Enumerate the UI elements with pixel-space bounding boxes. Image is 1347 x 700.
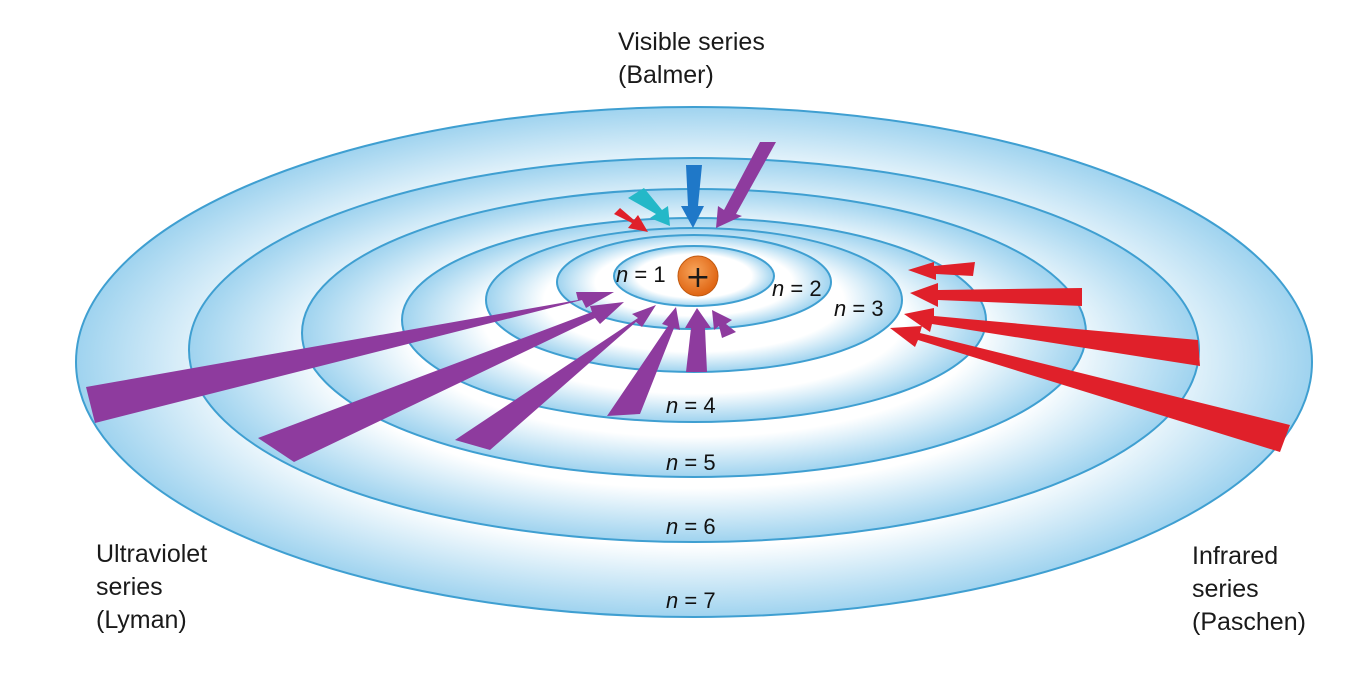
lyman-arrow-from-n7 xyxy=(86,292,614,423)
lyman-arrow-from-n2 xyxy=(712,310,736,338)
balmer-series-line2: (Balmer) xyxy=(618,61,714,89)
paschen-series-label: Infrared series (Paschen) xyxy=(1192,540,1306,639)
balmer-arrow-red xyxy=(614,208,648,232)
lyman-arrow-from-n6 xyxy=(258,302,624,462)
balmer-series-label: Visible series (Balmer) xyxy=(618,26,765,92)
paschen-arrow-from-n4 xyxy=(908,262,975,280)
level-label-n4: n = 4 xyxy=(666,393,716,418)
level-label-n7: n = 7 xyxy=(666,588,716,613)
paschen-arrow-from-n6 xyxy=(904,308,1200,366)
paschen-arrow-from-n7 xyxy=(890,326,1290,452)
lyman-series-line1: Ultraviolet xyxy=(96,540,208,568)
lyman-series-line2: series xyxy=(96,573,163,601)
lyman-arrow-from-n4 xyxy=(607,307,680,416)
level-label-n3: n = 3 xyxy=(834,296,884,321)
paschen-arrow-from-n5 xyxy=(910,283,1082,307)
lyman-series-line3: (Lyman) xyxy=(96,606,187,634)
level-label-n1: n = 1 xyxy=(616,262,666,287)
lyman-arrow-from-n5 xyxy=(455,305,656,450)
paschen-series-line1: Infrared xyxy=(1192,542,1279,570)
balmer-series-line1: Visible series xyxy=(618,28,765,56)
level-label-n6: n = 6 xyxy=(666,514,716,539)
paschen-series-line2: series xyxy=(1192,575,1259,603)
level-label-n2: n = 2 xyxy=(772,276,822,301)
nucleus-plus-symbol: + xyxy=(685,260,710,295)
balmer-arrow-violet xyxy=(716,142,776,228)
nucleus xyxy=(677,255,719,297)
lyman-arrow-from-n3 xyxy=(685,308,711,372)
paschen-series-line3: (Paschen) xyxy=(1192,608,1306,636)
level-label-n5: n = 5 xyxy=(666,450,716,475)
balmer-arrow-blue xyxy=(681,165,704,228)
lyman-series-label: Ultraviolet series (Lyman) xyxy=(96,538,207,637)
balmer-arrow-cyan xyxy=(628,188,670,226)
